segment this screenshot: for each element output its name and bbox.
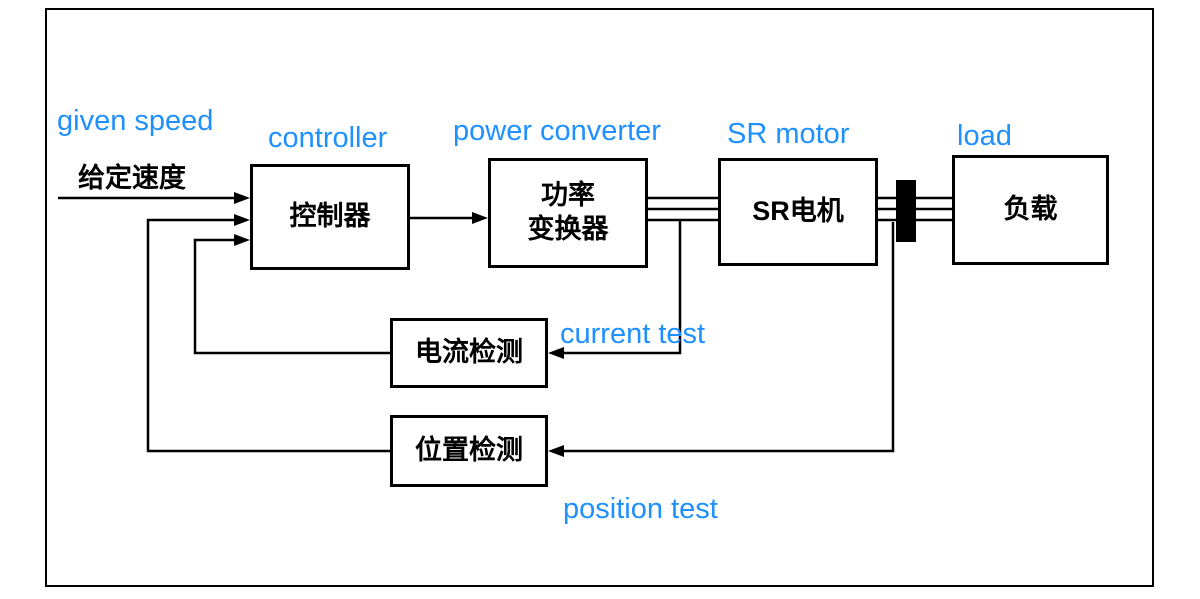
block-load: 负载 xyxy=(952,155,1109,265)
label-load-en: load xyxy=(957,120,1012,152)
block-controller-label: 控制器 xyxy=(289,201,371,232)
label-power-converter-en: power converter xyxy=(453,115,661,147)
arrow-position-feedback-to-controller xyxy=(146,214,390,453)
label-given-speed-en: given speed xyxy=(57,105,214,137)
block-sr-motor-label: SR电机 xyxy=(752,196,844,227)
block-power-converter: 功率 变换器 xyxy=(488,158,648,268)
block-sr-motor: SR电机 xyxy=(718,158,878,266)
block-controller: 控制器 xyxy=(250,164,410,270)
block-current-test-label: 电流检测 xyxy=(415,337,523,368)
block-power-converter-label-line2: 变换器 xyxy=(527,214,609,244)
label-controller-en: controller xyxy=(268,122,388,154)
block-current-test: 电流检测 xyxy=(390,318,548,388)
wire-power-converter-to-sr-motor xyxy=(648,196,718,222)
block-load-label: 负载 xyxy=(1003,194,1058,225)
arrow-to-current-test xyxy=(548,220,682,359)
block-power-converter-label-line1: 功率 xyxy=(541,180,595,211)
block-position-test: 位置检测 xyxy=(390,415,548,487)
arrow-given-speed xyxy=(58,192,250,204)
label-current-test-en: current test xyxy=(560,318,706,350)
block-position-test-label: 位置检测 xyxy=(415,435,523,466)
shaft-coupling xyxy=(896,180,916,242)
arrow-controller-to-power-converter xyxy=(410,212,488,224)
label-given-speed-zh: 给定速度 xyxy=(78,163,186,193)
arrow-current-feedback-to-controller xyxy=(193,234,390,355)
label-position-test-en: position test xyxy=(563,493,718,525)
label-sr-motor-en: SR motor xyxy=(727,118,850,150)
arrow-to-position-test xyxy=(548,222,895,457)
diagram-border xyxy=(45,8,1154,587)
